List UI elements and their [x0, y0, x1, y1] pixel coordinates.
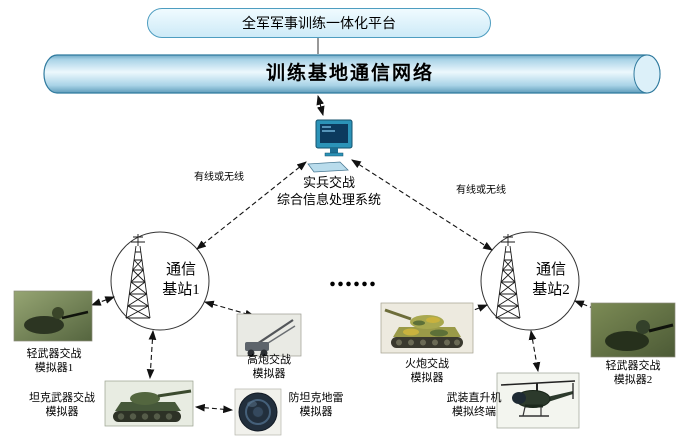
artillery-simulator-label: 火炮交战 模拟器 [386, 357, 468, 385]
arty-line2: 模拟器 [410, 372, 444, 384]
light-weapon-simulator-2-label: 轻武器交战 模拟器2 [590, 359, 676, 387]
aa-gun-simulator-image [236, 313, 302, 357]
anti-tank-mine-simulator-label: 防坦克地雷 模拟器 [278, 391, 354, 419]
heli-line2: 模拟终端 [452, 406, 496, 418]
mine-line2: 模拟器 [299, 406, 333, 418]
station2-line2: 基站2 [532, 282, 570, 298]
light-weapon-simulator-2-image [590, 302, 676, 358]
arty-line1: 火炮交战 [405, 358, 449, 370]
helicopter-terminal-label: 武装直升机 模拟终端 [436, 391, 512, 419]
station1-line1: 通信 [165, 262, 196, 278]
station2-line1: 通信 [535, 262, 566, 278]
light-weapon-simulator-1-label: 轻武器交战 模拟器1 [6, 347, 102, 375]
tank-to-mine-link [194, 403, 234, 414]
tank-weapon-simulator-label: 坦克武器交战 模拟器 [20, 391, 104, 419]
tank-line2: 模拟器 [45, 406, 79, 418]
base-station-2-label: 通信 基站2 [527, 260, 575, 300]
aagun-line2: 模拟器 [252, 368, 286, 380]
computer-icon [307, 119, 353, 173]
network-bar-label: 训练基地通信网络 [265, 63, 434, 84]
platform-title: 全军军事训练一体化平台 [242, 17, 396, 32]
connector-lines [90, 38, 605, 414]
anti-tank-mine-simulator-image [234, 388, 282, 436]
station1-line2: 基站1 [162, 282, 200, 298]
platform-title-box: 全军军事训练一体化平台 [147, 8, 491, 38]
base-station-1-node [110, 231, 210, 331]
tank-line1: 坦克武器交战 [29, 392, 95, 404]
sim2-line2: 模拟器2 [613, 374, 653, 386]
mine-line1: 防坦克地雷 [288, 392, 344, 404]
processing-system-line1: 实兵交战 [302, 175, 355, 190]
network-to-computer-link [316, 94, 325, 117]
light-weapon-simulator-1-image [13, 290, 93, 342]
station1-to-tank-link [146, 329, 157, 380]
station2-to-artillery-link [459, 304, 489, 316]
computer-to-station2-link [351, 159, 493, 251]
heli-line1: 武装直升机 [446, 392, 502, 404]
cylinder-end-cap [633, 54, 661, 94]
tank-weapon-simulator-image [104, 380, 194, 427]
network-cylinder [43, 54, 661, 94]
processing-system-label: 实兵交战 综合信息处理系统 [256, 174, 402, 208]
helicopter-terminal-image [496, 372, 580, 429]
base-station-1-label: 通信 基站1 [157, 260, 205, 300]
link-label-left: 有线或无线 [194, 172, 244, 183]
sim1-line1: 轻武器交战 [26, 348, 82, 360]
sim2-line1: 轻武器交战 [605, 360, 661, 372]
station2-to-helicopter-link [528, 329, 541, 373]
link-label-right: 有线或无线 [456, 185, 506, 196]
processing-system-line2: 综合信息处理系统 [276, 192, 381, 207]
aa-gun-simulator-label: 高炮交战 模拟器 [222, 353, 316, 381]
sim1-line2: 模拟器1 [34, 362, 74, 374]
ellipsis-dots: ...... [329, 262, 377, 293]
station1-to-lightweapon1-link [90, 296, 116, 306]
computer-to-station1-link [196, 161, 307, 250]
artillery-simulator-image [380, 302, 474, 354]
aagun-line1: 高炮交战 [247, 354, 291, 366]
